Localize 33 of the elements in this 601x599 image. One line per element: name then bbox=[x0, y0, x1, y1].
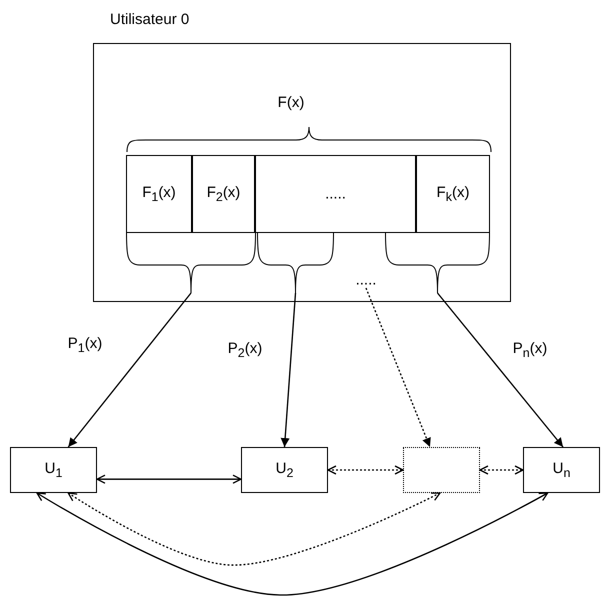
arrow bbox=[365, 288, 431, 448]
curly-brace bbox=[126, 233, 256, 293]
arrow bbox=[280, 292, 296, 448]
ellipsis-text: ..... bbox=[356, 272, 376, 288]
function-cell bbox=[126, 155, 192, 233]
user-box bbox=[10, 447, 97, 493]
function-cell bbox=[192, 155, 255, 233]
node-label: U$_{2}$ bbox=[276, 460, 294, 480]
arrow bbox=[437, 292, 564, 448]
node-label: F$_{k}$(x) bbox=[436, 184, 470, 204]
arrow bbox=[96, 474, 242, 484]
arrow bbox=[68, 492, 441, 566]
placeholder-box bbox=[403, 447, 480, 493]
node-label: ..... bbox=[325, 186, 346, 202]
arrow bbox=[36, 492, 548, 596]
arrow bbox=[479, 465, 524, 475]
curly-brace bbox=[385, 233, 490, 293]
edge-label: P$_{2}$(x) bbox=[226, 340, 264, 360]
user-box bbox=[241, 447, 328, 493]
user-box bbox=[523, 447, 600, 493]
node-label: F$_{1}$(x) bbox=[142, 184, 176, 204]
edge-label: P$_{n}$(x) bbox=[510, 340, 550, 360]
node-label: U$_{1}$ bbox=[44, 460, 62, 480]
function-cell bbox=[255, 155, 416, 233]
curly-brace bbox=[257, 233, 334, 293]
edge-label: P$_{1}$(x) bbox=[66, 335, 104, 355]
node-label: F$_{2}$(x) bbox=[206, 184, 240, 204]
arrow bbox=[68, 292, 192, 448]
function-label: F(x) bbox=[278, 94, 304, 111]
function-cell bbox=[416, 155, 490, 233]
arrow bbox=[327, 465, 404, 475]
panel-heading: Utilisateur 0 bbox=[110, 11, 190, 28]
node-label: U$_{n}$ bbox=[552, 460, 570, 480]
